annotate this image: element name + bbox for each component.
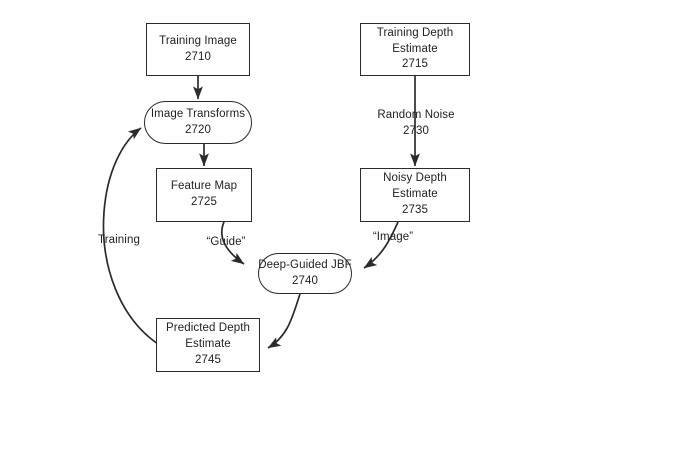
node-deep-guided-jbf[interactable]: Deep-Guided JBF 2740 [258,253,352,294]
node-predicted-depth-line-2: Estimate [185,338,231,351]
node-noisy-depth-estimate[interactable]: Noisy Depth Estimate 2735 [360,168,470,222]
node-training-depth-line-1: Training Depth [376,26,454,39]
node-predicted-depth-estimate[interactable]: Predicted Depth Estimate 2745 [156,318,260,372]
node-training-depth-estimate[interactable]: Training Depth Estimate 2715 [360,23,470,76]
edge-label-guide-text: “Guide” [206,236,246,248]
node-image-transforms-line-2: 2720 [185,123,211,136]
node-noisy-depth-line-2: Estimate [392,188,438,201]
node-training-image-line-2: 2710 [185,50,211,63]
node-training-image[interactable]: Training Image 2710 [146,23,250,76]
node-jbf-line-1: Deep-Guided JBF [258,258,352,271]
edge-feature-map-to-jbf [220,221,245,265]
node-noisy-depth-line-3: 2735 [402,203,428,216]
edge-jbf-to-predicted-depth [267,293,301,349]
edge-label-random-noise: Random Noise 2730 [369,108,463,140]
node-image-transforms-line-1: Image Transforms [150,107,246,120]
edge-label-training: Training [90,233,148,249]
node-training-image-line-1: Training Image [159,34,237,47]
edge-label-image: “Image” [366,230,420,246]
edge-label-image-text: “Image” [372,231,414,243]
node-feature-map-line-2: 2725 [191,196,217,208]
node-feature-map[interactable]: Feature Map 2725 [156,168,252,222]
node-training-depth-line-2: Estimate [392,42,438,55]
edge-label-random-noise-line-2: 2730 [403,124,429,137]
node-predicted-depth-line-1: Predicted Depth [166,322,250,335]
node-feature-map-line-1: Feature Map [170,180,238,193]
edge-noisy-depth-to-jbf [363,221,399,269]
node-image-transforms[interactable]: Image Transforms 2720 [144,101,252,144]
node-noisy-depth-line-1: Noisy Depth [383,172,447,185]
node-training-depth-line-3: 2715 [402,58,428,71]
node-predicted-depth-line-3: 2745 [195,353,221,366]
edge-predicted-depth-to-image-transforms [102,127,159,345]
edge-label-guide: “Guide” [199,235,253,251]
edge-label-random-noise-line-1: Random Noise [377,109,455,121]
edge-label-training-text: Training [98,234,140,246]
node-jbf-line-2: 2740 [292,274,318,287]
